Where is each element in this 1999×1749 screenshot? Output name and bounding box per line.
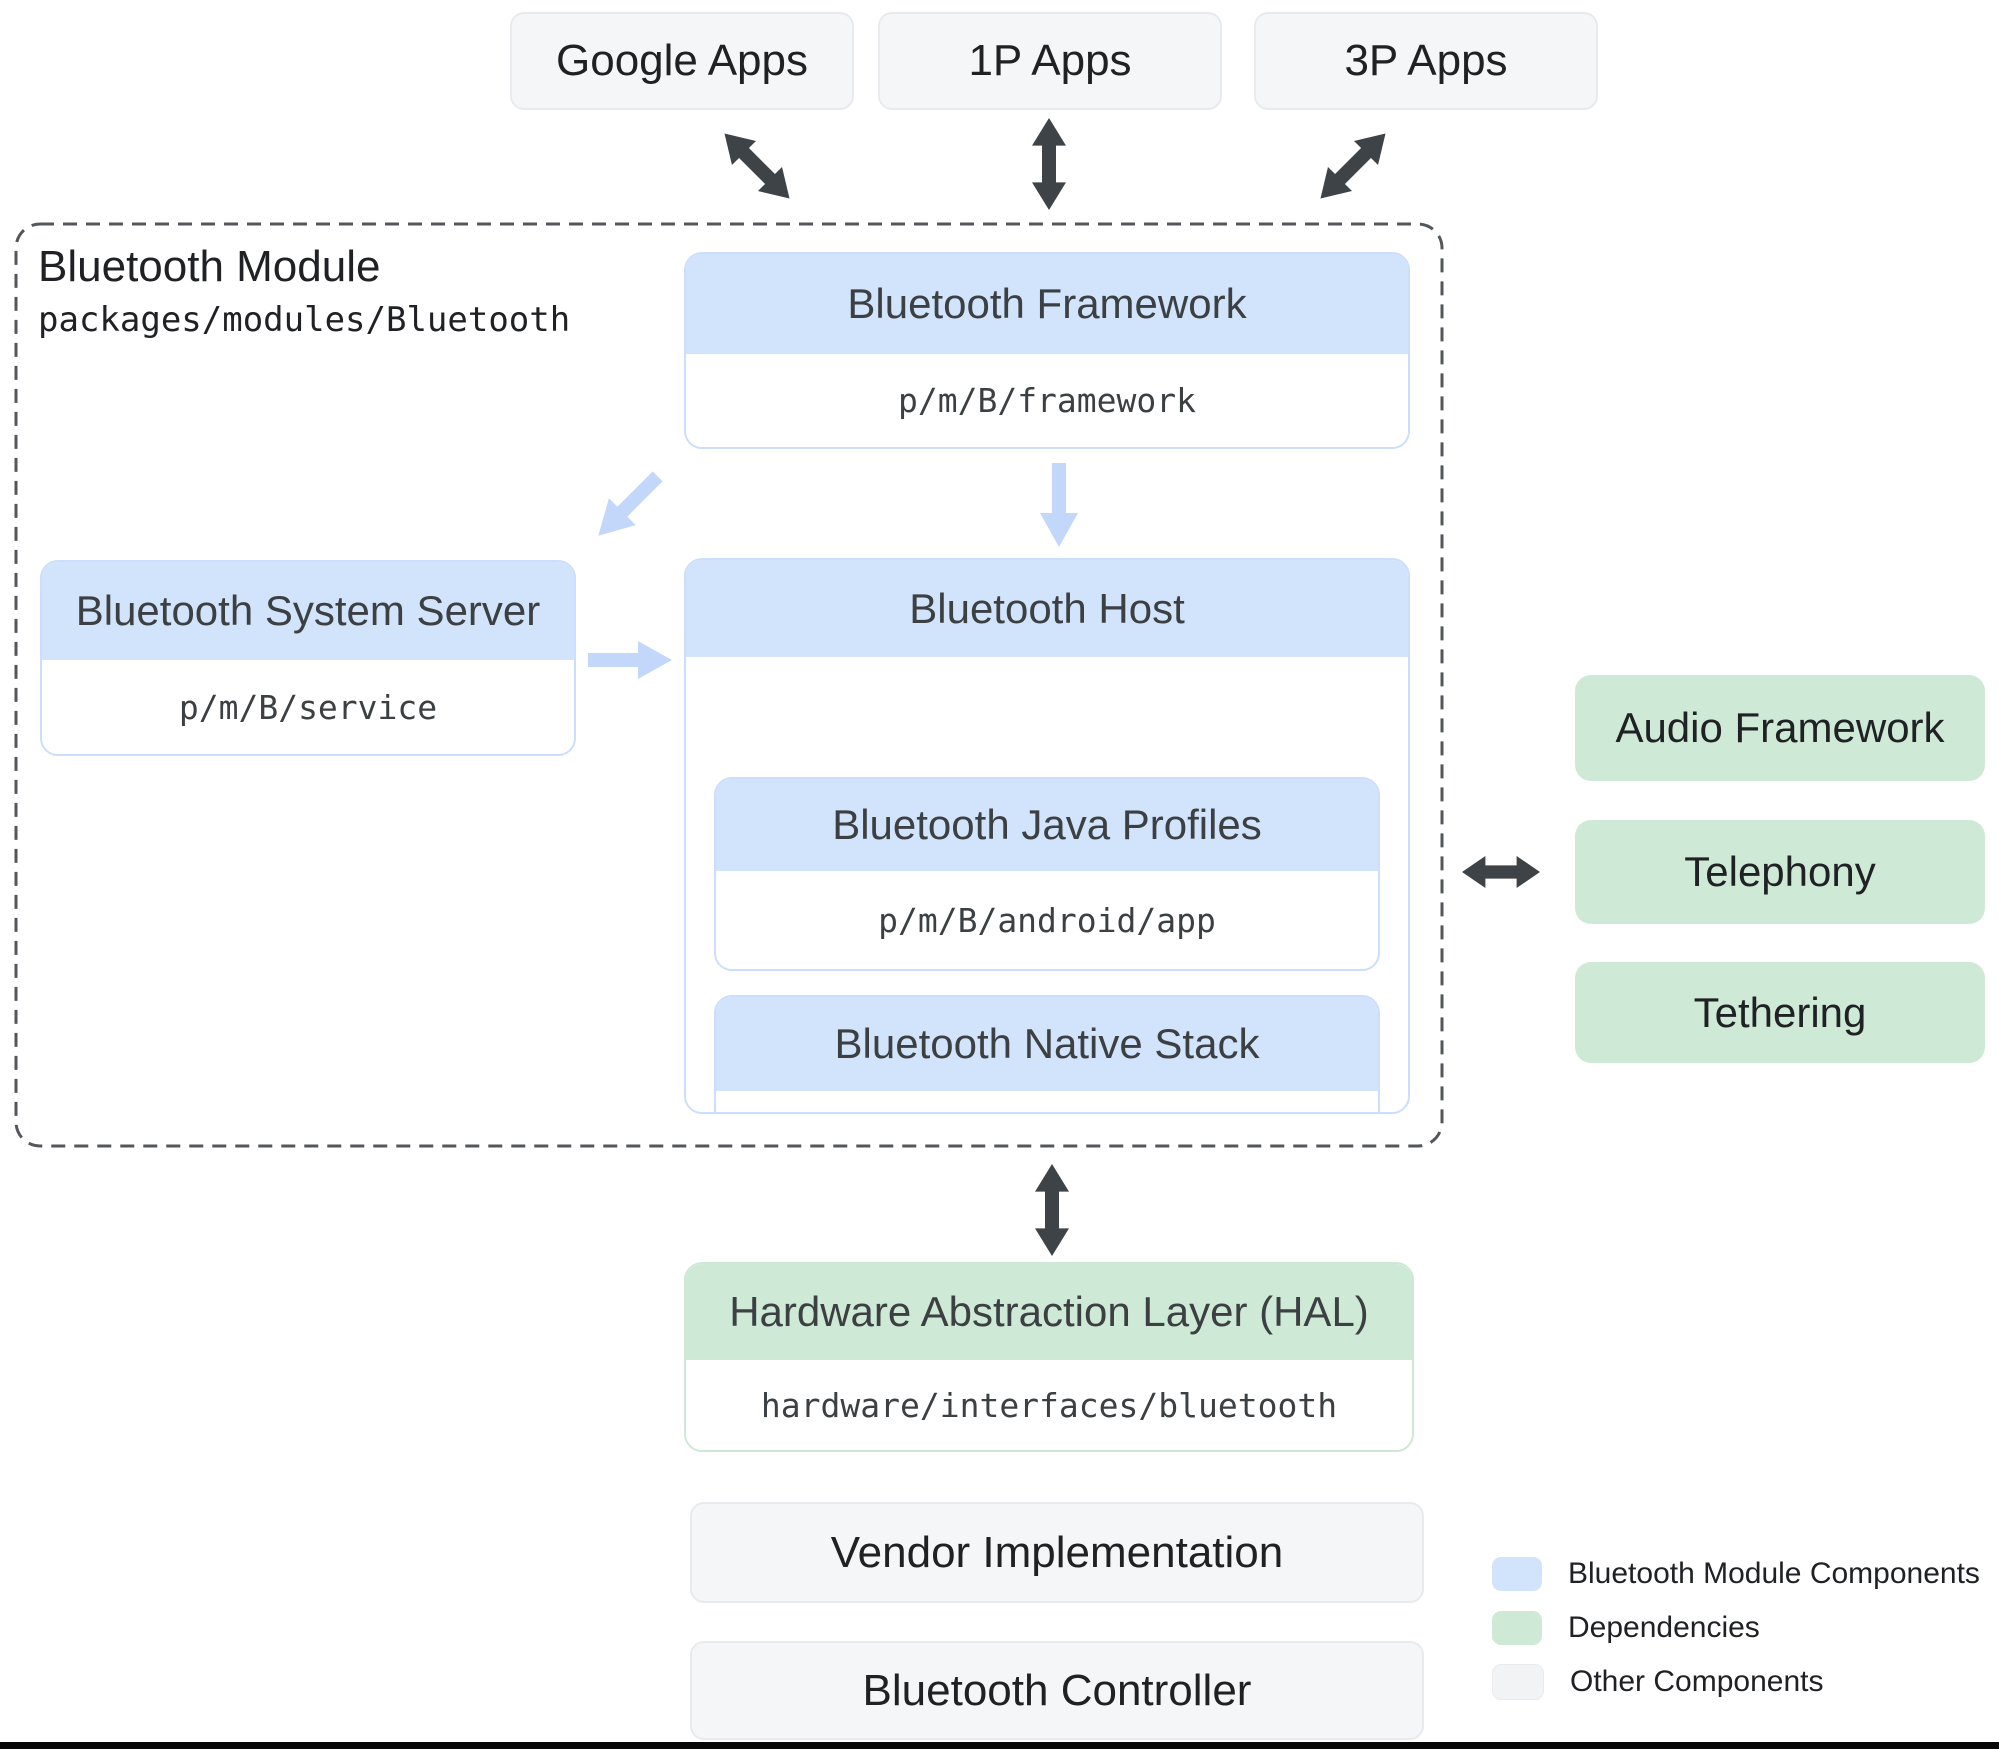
bluetooth-native-stack-card: Bluetooth Native Stack p/m/B/system — [714, 995, 1380, 1112]
bluetooth-java-profiles-card: Bluetooth Java Profiles p/m/B/android/ap… — [714, 777, 1380, 971]
3p-apps-box: 3P Apps — [1254, 12, 1598, 110]
hal-path: hardware/interfaces/bluetooth — [686, 1360, 1412, 1450]
bluetooth-framework-card: Bluetooth Framework p/m/B/framework — [684, 252, 1410, 449]
bluetooth-host-title: Bluetooth Host — [909, 584, 1185, 632]
audio-framework-label: Audio Framework — [1615, 704, 1945, 751]
bluetooth-java-profiles-title: Bluetooth Java Profiles — [832, 801, 1262, 848]
legend-row-module-components: Bluetooth Module Components — [1492, 1556, 1980, 1592]
3p-apps-module-arrow — [1308, 121, 1399, 212]
bluetooth-controller-label: Bluetooth Controller — [862, 1665, 1252, 1715]
bluetooth-host-card: Bluetooth Host Bluetooth Java Profiles p… — [684, 558, 1410, 1114]
framework-to-host-arrow — [1039, 463, 1079, 547]
1p-apps-label: 1P Apps — [968, 36, 1132, 85]
bluetooth-host-header: Bluetooth Host — [686, 560, 1408, 657]
bluetooth-module-path: packages/modules/Bluetooth — [38, 300, 571, 340]
bluetooth-java-profiles-path: p/m/B/android/app — [716, 871, 1378, 969]
legend-swatch-module-components — [1492, 1557, 1542, 1591]
bluetooth-host-body: Bluetooth Java Profiles p/m/B/android/ap… — [686, 657, 1408, 1112]
bluetooth-system-server-header: Bluetooth System Server — [42, 562, 574, 660]
bluetooth-framework-header: Bluetooth Framework — [686, 254, 1408, 354]
audio-framework-box: Audio Framework — [1575, 675, 1985, 781]
bottom-edge-bar — [0, 1742, 1999, 1749]
legend-label-module-components: Bluetooth Module Components — [1568, 1557, 1980, 1590]
telephony-box: Telephony — [1575, 820, 1985, 924]
vendor-implementation-label: Vendor Implementation — [830, 1527, 1284, 1577]
module-dependencies-arrow — [1462, 855, 1540, 889]
bluetooth-native-stack-path: p/m/B/system — [716, 1091, 1378, 1112]
legend-label-dependencies: Dependencies — [1568, 1611, 1760, 1644]
google-apps-box: Google Apps — [510, 12, 854, 110]
legend-label-other-components: Other Components — [1570, 1665, 1824, 1698]
bluetooth-controller-box: Bluetooth Controller — [690, 1641, 1424, 1740]
bluetooth-native-stack-header: Bluetooth Native Stack — [716, 997, 1378, 1091]
hal-title: Hardware Abstraction Layer (HAL) — [729, 1288, 1369, 1335]
legend-row-dependencies: Dependencies — [1492, 1610, 1760, 1646]
google-apps-module-arrow — [712, 121, 803, 212]
bluetooth-native-stack-title: Bluetooth Native Stack — [834, 1020, 1260, 1067]
legend-swatch-other-components — [1492, 1664, 1544, 1700]
bluetooth-java-profiles-header: Bluetooth Java Profiles — [716, 779, 1378, 871]
hal-card: Hardware Abstraction Layer (HAL) hardwar… — [684, 1262, 1414, 1452]
tethering-box: Tethering — [1575, 962, 1985, 1063]
hal-header: Hardware Abstraction Layer (HAL) — [686, 1264, 1412, 1360]
bluetooth-system-server-path: p/m/B/service — [42, 660, 574, 754]
bluetooth-framework-title: Bluetooth Framework — [847, 280, 1247, 327]
bluetooth-module-container-border — [14, 222, 1444, 1148]
google-apps-label: Google Apps — [556, 36, 808, 85]
1p-apps-box: 1P Apps — [878, 12, 1222, 110]
bluetooth-module-title: Bluetooth Module — [38, 242, 381, 291]
module-hal-arrow — [1034, 1164, 1070, 1256]
bluetooth-framework-path: p/m/B/framework — [686, 354, 1408, 447]
legend-swatch-dependencies — [1492, 1611, 1542, 1645]
bluetooth-system-server-title: Bluetooth System Server — [75, 587, 541, 634]
vendor-implementation-box: Vendor Implementation — [690, 1502, 1424, 1603]
3p-apps-label: 3P Apps — [1344, 36, 1508, 85]
telephony-label: Telephony — [1684, 848, 1876, 895]
system-server-to-host-arrow — [588, 640, 672, 680]
framework-to-system-server-arrow — [584, 462, 672, 550]
1p-apps-module-arrow — [1031, 118, 1067, 210]
bluetooth-system-server-card: Bluetooth System Server p/m/B/service — [40, 560, 576, 756]
tethering-label: Tethering — [1693, 988, 1867, 1036]
legend-row-other-components: Other Components — [1492, 1664, 1823, 1700]
